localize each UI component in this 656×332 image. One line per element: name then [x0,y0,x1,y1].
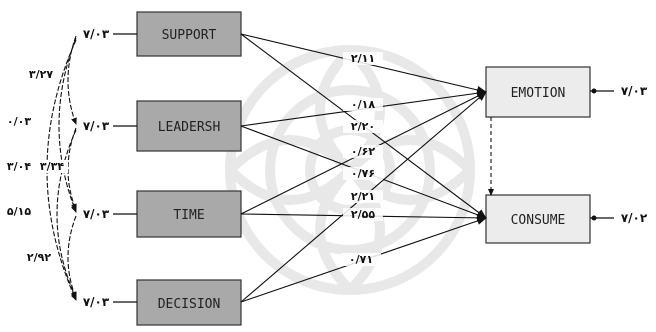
leadership-box [136,100,242,152]
consume-label: CONSUME [511,213,566,228]
coef-decision-emotion: ۲/۲۱ [351,190,375,203]
coef-time-consume: ۲/۵۵ [351,208,375,221]
decision-label: DECISION [158,297,221,312]
consume-box [485,194,591,244]
cov-label-2: ۰/۰۳ [7,115,31,128]
coef-decision-consume: ۰/۷۱ [349,253,373,266]
cov-label-5: ۵/۱۵ [7,205,31,218]
error-emotion: ۷/۰۳ [621,84,648,98]
error-support: ۷/۰۳ [83,27,110,41]
error-decision: ۷/۰۳ [83,295,110,309]
error-time: ۷/۰۳ [83,207,110,221]
coef-support-consume: ۲/۲۰ [351,120,375,133]
cov-label-1: ۳/۲۷ [29,68,53,81]
coef-leadership-emotion: ۰/۱۸ [351,98,375,111]
cov-label-6: ۲/۹۲ [27,251,51,264]
error-dot-consume [591,215,597,221]
leadership-label: LEADERSH [158,120,221,135]
time-label: TIME [173,208,204,223]
emotion-label: EMOTION [511,86,566,101]
decision-box [136,279,242,326]
error-leadership: ۷/۰۳ [83,119,110,133]
cov-label-3: ۳/۰۴ [7,160,31,173]
coef-leadership-consume: ۰/۶۲ [351,145,375,158]
support-label: SUPPORT [162,28,217,43]
coef-time-emotion: ۰/۷۶ [351,167,375,180]
cov-label-4: ۳/۳۴ [40,160,64,173]
error-dot-emotion [591,88,597,94]
error-consume: ۷/۰۲ [621,211,648,225]
coef-support-emotion: ۲/۱۱ [351,52,375,65]
emotion-box [485,66,591,118]
